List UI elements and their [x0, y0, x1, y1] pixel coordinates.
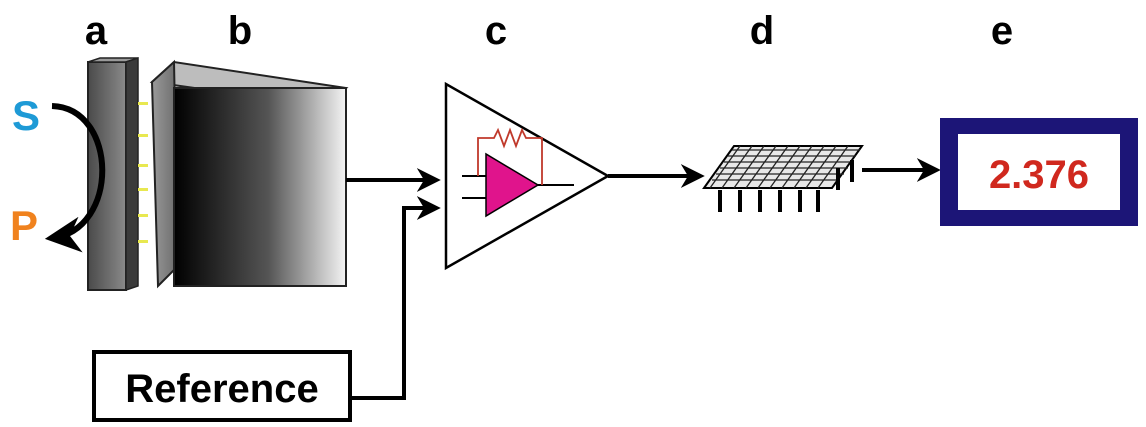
- s-polarization-label: S: [12, 92, 40, 139]
- stage-label-d: d: [750, 9, 774, 53]
- amplifier-icon: [444, 81, 611, 271]
- stage-label-a: a: [85, 9, 108, 53]
- chip-icon: [702, 145, 864, 212]
- stage-label-e: e: [991, 9, 1013, 53]
- digital-display-icon: 2.376: [940, 118, 1138, 226]
- arrow-reference-to-amplifier: [350, 196, 441, 400]
- readout-value: 2.376: [989, 153, 1089, 197]
- stage-label-c: c: [485, 9, 507, 53]
- stage-label-b: b: [228, 9, 252, 53]
- polarization-rotation-arrow: [44, 103, 106, 253]
- p-polarization-label: P: [10, 202, 38, 249]
- detector-block-icon: [149, 59, 349, 289]
- reference-box: Reference: [92, 350, 352, 422]
- reference-label: Reference: [125, 367, 318, 411]
- sensor-plate-icon: [87, 56, 148, 292]
